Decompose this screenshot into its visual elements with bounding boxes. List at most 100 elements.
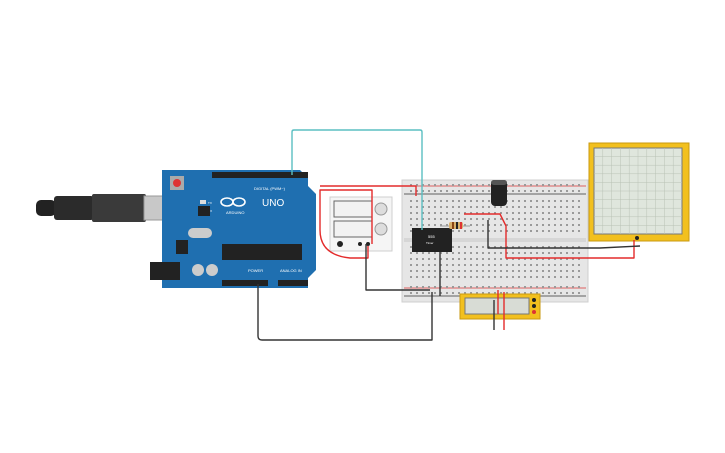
breadboard-hole[interactable] [422, 276, 424, 278]
breadboard-hole[interactable] [464, 252, 466, 254]
breadboard-hole[interactable] [434, 200, 436, 202]
breadboard-hole[interactable] [524, 206, 526, 208]
breadboard-hole[interactable] [500, 258, 502, 260]
breadboard-hole[interactable] [524, 292, 526, 294]
breadboard-hole[interactable] [416, 190, 418, 192]
breadboard-hole[interactable] [440, 190, 442, 192]
breadboard-hole[interactable] [482, 224, 484, 226]
breadboard-hole[interactable] [422, 190, 424, 192]
breadboard-hole[interactable] [536, 200, 538, 202]
breadboard-hole[interactable] [452, 292, 454, 294]
breadboard-hole[interactable] [476, 218, 478, 220]
breadboard-hole[interactable] [464, 292, 466, 294]
breadboard-hole[interactable] [410, 206, 412, 208]
breadboard-hole[interactable] [452, 270, 454, 272]
breadboard-hole[interactable] [560, 190, 562, 192]
breadboard-hole[interactable] [422, 258, 424, 260]
breadboard-hole[interactable] [428, 218, 430, 220]
breadboard-hole[interactable] [560, 246, 562, 248]
breadboard-hole[interactable] [488, 218, 490, 220]
multimeter[interactable] [329, 196, 393, 252]
breadboard-hole[interactable] [458, 258, 460, 260]
breadboard-hole[interactable] [506, 206, 508, 208]
breadboard-hole[interactable] [416, 184, 418, 186]
breadboard-hole[interactable] [410, 200, 412, 202]
breadboard-hole[interactable] [494, 224, 496, 226]
breadboard-hole[interactable] [500, 270, 502, 272]
breadboard-hole[interactable] [512, 230, 514, 232]
breadboard-hole[interactable] [566, 212, 568, 214]
breadboard-hole[interactable] [506, 212, 508, 214]
breadboard-hole[interactable] [524, 184, 526, 186]
breadboard-hole[interactable] [452, 246, 454, 248]
breadboard-hole[interactable] [410, 224, 412, 226]
breadboard-hole[interactable] [512, 264, 514, 266]
breadboard-hole[interactable] [434, 258, 436, 260]
breadboard-hole[interactable] [410, 246, 412, 248]
breadboard-hole[interactable] [440, 286, 442, 288]
breadboard-hole[interactable] [476, 230, 478, 232]
breadboard-hole[interactable] [470, 286, 472, 288]
breadboard-hole[interactable] [446, 200, 448, 202]
breadboard-hole[interactable] [518, 246, 520, 248]
breadboard-hole[interactable] [446, 184, 448, 186]
breadboard-hole[interactable] [470, 206, 472, 208]
breadboard-hole[interactable] [422, 206, 424, 208]
breadboard-hole[interactable] [422, 224, 424, 226]
breadboard-hole[interactable] [476, 224, 478, 226]
breadboard-hole[interactable] [482, 184, 484, 186]
breadboard-hole[interactable] [506, 264, 508, 266]
breadboard-hole[interactable] [560, 230, 562, 232]
breadboard-hole[interactable] [482, 200, 484, 202]
breadboard-hole[interactable] [560, 258, 562, 260]
breadboard-hole[interactable] [518, 224, 520, 226]
breadboard-hole[interactable] [506, 230, 508, 232]
breadboard-hole[interactable] [458, 286, 460, 288]
breadboard-hole[interactable] [578, 218, 580, 220]
breadboard-hole[interactable] [440, 224, 442, 226]
breadboard-hole[interactable] [410, 184, 412, 186]
breadboard-hole[interactable] [476, 212, 478, 214]
breadboard-hole[interactable] [440, 252, 442, 254]
breadboard-hole[interactable] [452, 206, 454, 208]
breadboard-hole[interactable] [536, 292, 538, 294]
breadboard-hole[interactable] [536, 252, 538, 254]
breadboard-hole[interactable] [422, 218, 424, 220]
breadboard-hole[interactable] [422, 184, 424, 186]
breadboard-hole[interactable] [548, 224, 550, 226]
breadboard-hole[interactable] [446, 286, 448, 288]
breadboard-hole[interactable] [518, 206, 520, 208]
breadboard-hole[interactable] [578, 292, 580, 294]
breadboard-hole[interactable] [428, 224, 430, 226]
breadboard-hole[interactable] [458, 190, 460, 192]
breadboard-hole[interactable] [542, 264, 544, 266]
breadboard-hole[interactable] [512, 212, 514, 214]
breadboard-hole[interactable] [524, 264, 526, 266]
breadboard-hole[interactable] [494, 264, 496, 266]
breadboard-hole[interactable] [452, 276, 454, 278]
breadboard-hole[interactable] [524, 258, 526, 260]
breadboard-hole[interactable] [482, 212, 484, 214]
breadboard-hole[interactable] [506, 258, 508, 260]
breadboard-hole[interactable] [452, 212, 454, 214]
breadboard-hole[interactable] [518, 276, 520, 278]
breadboard-hole[interactable] [512, 184, 514, 186]
breadboard-hole[interactable] [458, 264, 460, 266]
breadboard-hole[interactable] [548, 230, 550, 232]
breadboard-hole[interactable] [554, 212, 556, 214]
breadboard-hole[interactable] [566, 200, 568, 202]
breadboard-hole[interactable] [410, 264, 412, 266]
breadboard-hole[interactable] [446, 258, 448, 260]
breadboard-hole[interactable] [518, 230, 520, 232]
breadboard-hole[interactable] [530, 252, 532, 254]
breadboard-hole[interactable] [578, 276, 580, 278]
breadboard-hole[interactable] [482, 292, 484, 294]
breadboard-hole[interactable] [458, 292, 460, 294]
breadboard-hole[interactable] [446, 292, 448, 294]
breadboard-hole[interactable] [500, 292, 502, 294]
breadboard-hole[interactable] [500, 276, 502, 278]
breadboard-hole[interactable] [578, 206, 580, 208]
breadboard-hole[interactable] [470, 258, 472, 260]
breadboard-hole[interactable] [494, 252, 496, 254]
breadboard-hole[interactable] [464, 218, 466, 220]
